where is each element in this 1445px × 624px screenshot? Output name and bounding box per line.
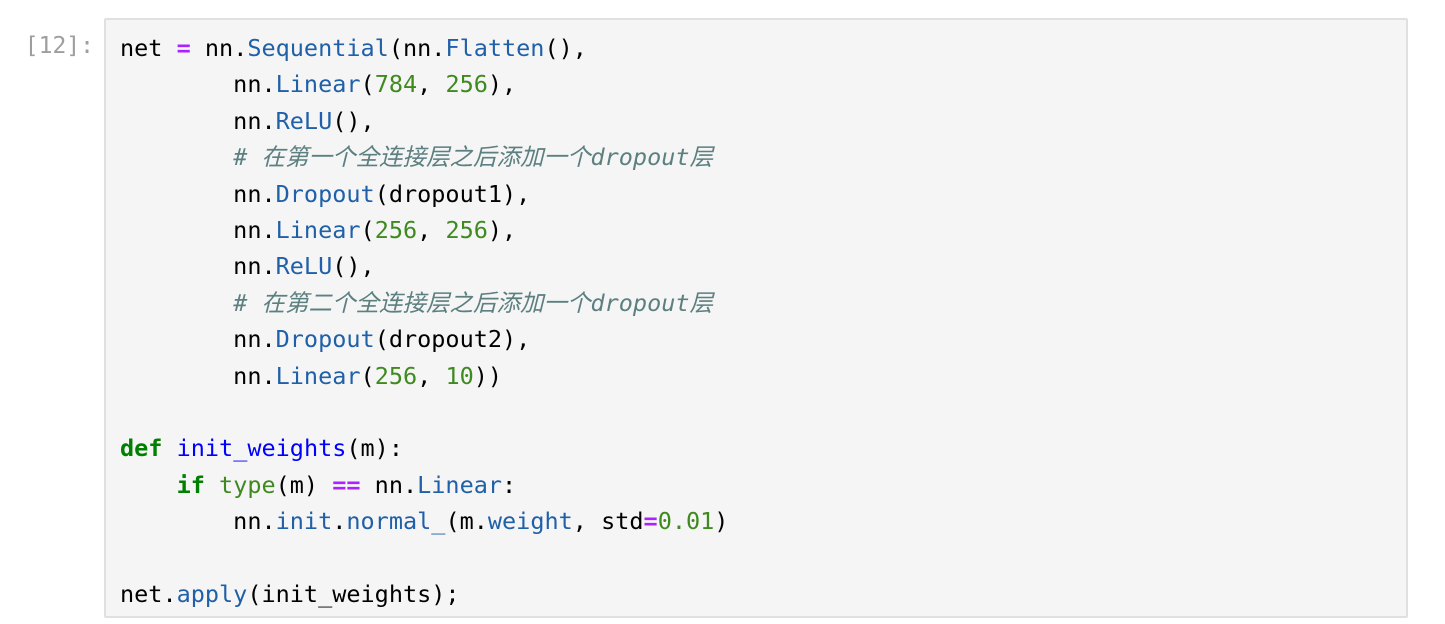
attribute-token: weight [487,507,573,536]
code-text: (dropout1), [374,179,531,208]
code-line: nn.Linear(784, 256), [120,66,728,102]
code-line: nn.Dropout(dropout1), [120,176,728,212]
code-line: nn.ReLU(), [120,248,728,284]
code-line: # 在第二个全连接层之后添加一个dropout层 [120,285,728,321]
code-text: net [120,34,177,62]
code-text: (m) [275,470,333,499]
attribute-token: Linear [417,470,503,499]
attribute-token: Linear [275,361,361,390]
operator-token: = [643,507,658,536]
code-text: (), [332,252,375,281]
code-text: nn. [120,70,276,99]
code-text: nn. [120,325,276,354]
code-line: nn.ReLU(), [120,103,728,139]
code-line [120,539,728,575]
attribute-token: Sequential [247,34,389,62]
code-text: , [417,70,446,99]
comment-token: # 在第二个全连接层之后添加一个dropout层 [233,288,714,317]
code-text: (), [332,106,375,135]
code-text: , [417,215,446,244]
input-prompt: [12]: [24,33,94,59]
function-name-token: init_weights [176,434,347,463]
code-text: )) [473,361,503,390]
code-text: ), [487,70,517,99]
code-text [205,471,219,499]
code-text: nn. [120,361,276,390]
code-text: (), [544,34,587,62]
number-token: 256 [445,215,488,244]
attribute-token: Linear [275,215,361,244]
operator-token: = [176,34,191,62]
code-text: (init_weights); [247,579,460,608]
code-text: , std [572,507,644,536]
code-text: nn. [120,215,276,244]
code-line: nn.init.normal_(m.weight, std=0.01) [120,503,728,539]
code-text: nn. [120,252,276,281]
code-line: if type(m) == nn.Linear: [120,467,728,503]
attribute-token: Flatten [445,34,545,62]
code-text: ( [360,361,375,390]
number-token: 784 [374,70,418,99]
code-text: nn. [190,34,248,62]
code-text: : [502,470,517,499]
code-line: nn.Linear(256, 256), [120,212,728,248]
code-text: nn. [360,470,418,499]
code-text: ( [360,215,375,244]
code-text: ), [487,215,517,244]
builtin-token: type [219,470,276,499]
keyword-token: def [120,434,163,463]
code-text [162,434,176,462]
code-line: net.apply(init_weights); [120,576,728,612]
number-token: 10 [445,361,474,390]
attribute-token: init [275,507,333,536]
code-line: # 在第一个全连接层之后添加一个dropout层 [120,139,728,175]
number-token: 256 [374,215,418,244]
number-token: 256 [374,361,418,390]
attribute-token: normal_ [346,507,446,536]
code-text: nn. [120,179,276,208]
code-line: nn.Linear(256, 10)) [120,358,728,394]
code-text [120,143,233,171]
attribute-token: Dropout [275,179,375,208]
operator-token: == [332,470,361,499]
code-text: (m. [445,507,488,536]
keyword-token: if [176,470,205,499]
code-text: ( [360,70,375,99]
code-text [120,289,233,317]
code-text: , [417,361,446,390]
code-text: nn. [120,507,276,536]
code-text: (nn. [388,34,446,62]
attribute-token: ReLU [275,106,333,135]
code-text: (dropout2), [374,325,531,354]
code-cell-input[interactable]: net = nn.Sequential(nn.Flatten(), nn.Lin… [104,18,1408,618]
code-text [120,471,177,499]
attribute-token: ReLU [275,252,333,281]
code-editor[interactable]: net = nn.Sequential(nn.Flatten(), nn.Lin… [120,30,728,612]
code-line: net = nn.Sequential(nn.Flatten(), [120,30,728,66]
code-line: def init_weights(m): [120,430,728,466]
code-text: . [332,507,347,536]
code-text: ) [714,507,729,536]
number-token: 256 [445,70,488,99]
attribute-token: apply [176,579,248,608]
code-text: (m): [346,434,403,463]
attribute-token: Dropout [275,325,375,354]
comment-token: # 在第一个全连接层之后添加一个dropout层 [233,143,714,172]
code-text: net. [120,579,177,608]
code-text: nn. [120,106,276,135]
code-line: nn.Dropout(dropout2), [120,321,728,357]
number-token: 0.01 [657,507,715,536]
attribute-token: Linear [275,70,361,99]
code-line [120,394,728,430]
